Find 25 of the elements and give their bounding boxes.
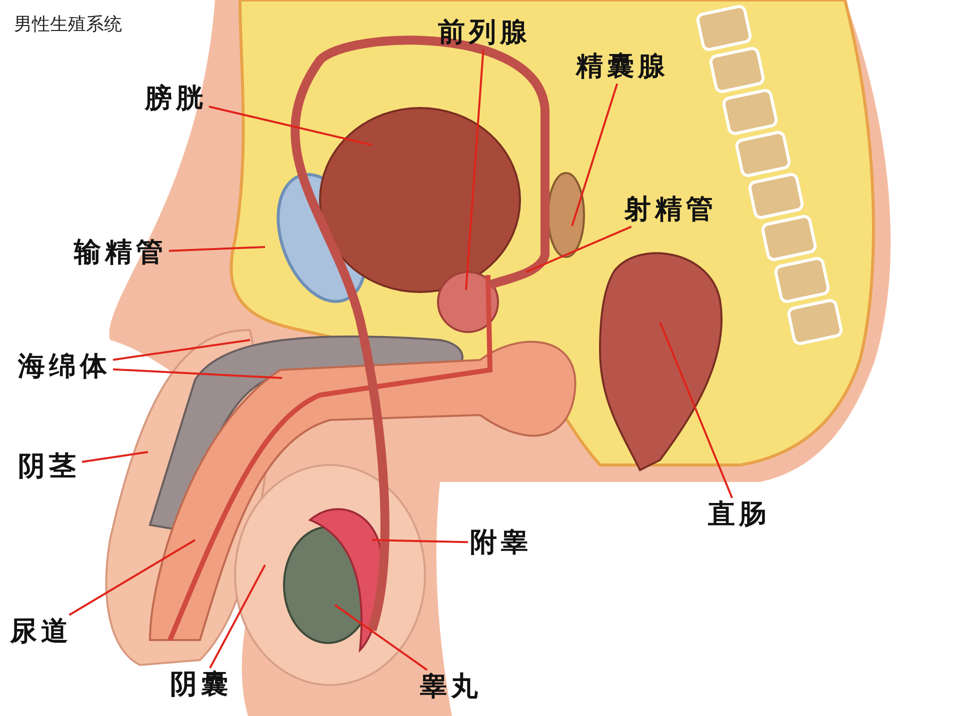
part-label: 阴囊: [170, 670, 232, 700]
part-label: 膀胱: [145, 84, 207, 114]
part-label: 海绵体: [18, 352, 111, 382]
leader-line: [112, 339, 250, 361]
leader-line: [372, 539, 468, 544]
leader-line: [659, 322, 734, 498]
part-label: 阴茎: [18, 452, 80, 482]
part-label: 睾丸: [420, 672, 482, 702]
leader-line: [208, 106, 372, 146]
leader-line: [571, 83, 618, 226]
part-label: 附睾: [470, 528, 532, 558]
part-label: 直肠: [708, 500, 770, 530]
leader-line: [112, 368, 282, 379]
leader-line: [465, 50, 484, 290]
leader-line: [334, 604, 428, 671]
leader-line: [68, 539, 196, 616]
leader-line: [526, 226, 632, 273]
part-label: 射精管: [624, 195, 717, 225]
part-label: 输精管: [74, 238, 167, 268]
leader-line: [82, 451, 148, 463]
leader-line: [168, 246, 266, 252]
diagram-title: 男性生殖系统: [14, 13, 122, 36]
leader-line: [209, 564, 266, 668]
part-label: 精囊腺: [576, 52, 669, 82]
part-label: 尿道: [10, 617, 72, 647]
